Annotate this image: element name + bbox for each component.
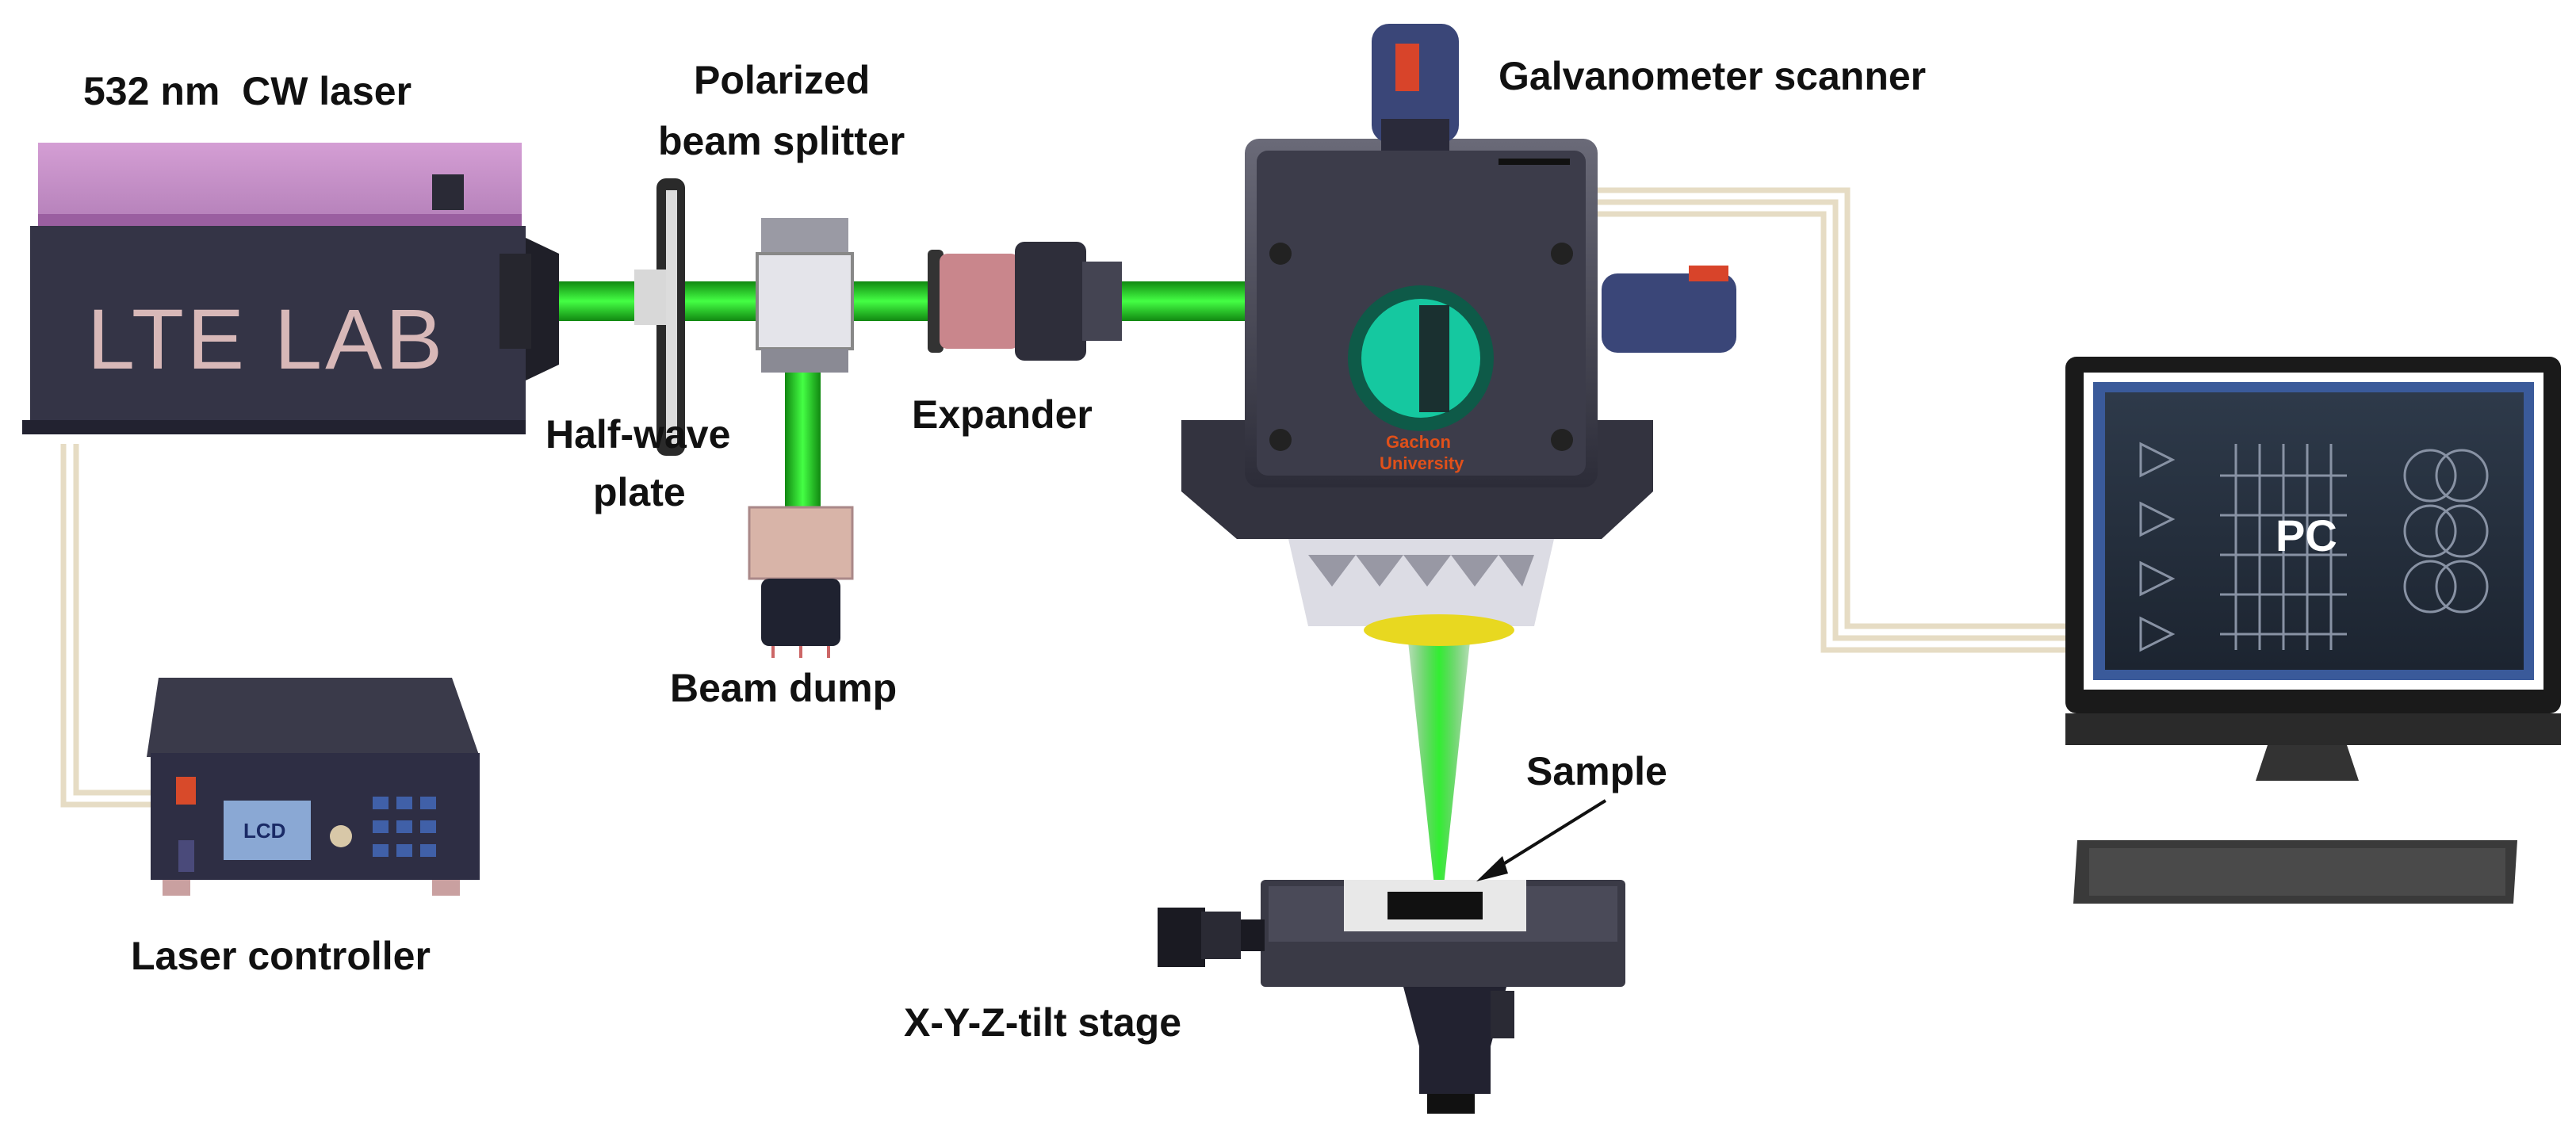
label-stage: X-Y-Z-tilt stage: [904, 1000, 1181, 1045]
pc-screen-label: PC: [2276, 510, 2337, 560]
laser-controller: LCD: [147, 678, 480, 896]
polarized-beam-splitter: [756, 218, 854, 373]
label-halfwave-line1: Half-wave: [545, 412, 730, 457]
half-wave-plate: [634, 178, 685, 456]
label-expander: Expander: [912, 392, 1093, 437]
xyz-tilt-stage: [1158, 880, 1625, 1114]
cw-laser: LTE LAB: [22, 143, 559, 434]
laser-beam-focus-cone: [1407, 634, 1471, 908]
label-laser-controller: Laser controller: [131, 934, 431, 978]
label-cw-laser: 532 nm CW laser: [83, 69, 411, 113]
beam-expander: [928, 242, 1122, 361]
label-pbs-line2: beam splitter: [658, 119, 905, 163]
sample-pointer-arrow: [1476, 799, 1607, 881]
cable-scanner-pc: [1594, 187, 2069, 653]
laser-brand-text: LTE LAB: [87, 291, 446, 387]
label-sample: Sample: [1526, 749, 1667, 793]
beam-dump: [748, 506, 854, 658]
pc-monitor: PC: [2065, 357, 2561, 781]
galvanometer-scanner: Gachon University: [1181, 24, 1736, 646]
label-pbs-line1: Polarized: [694, 58, 870, 102]
scanner-logo-line1: Gachon: [1386, 432, 1451, 452]
keyboard: [2073, 840, 2517, 904]
cable-laser-controller: [60, 444, 163, 808]
label-galvo: Galvanometer scanner: [1499, 54, 1926, 98]
controller-lcd-text: LCD: [243, 819, 285, 843]
scanner-logo-line2: University: [1380, 453, 1464, 473]
label-halfwave-line2: plate: [593, 470, 686, 514]
label-beam-dump: Beam dump: [670, 666, 897, 710]
